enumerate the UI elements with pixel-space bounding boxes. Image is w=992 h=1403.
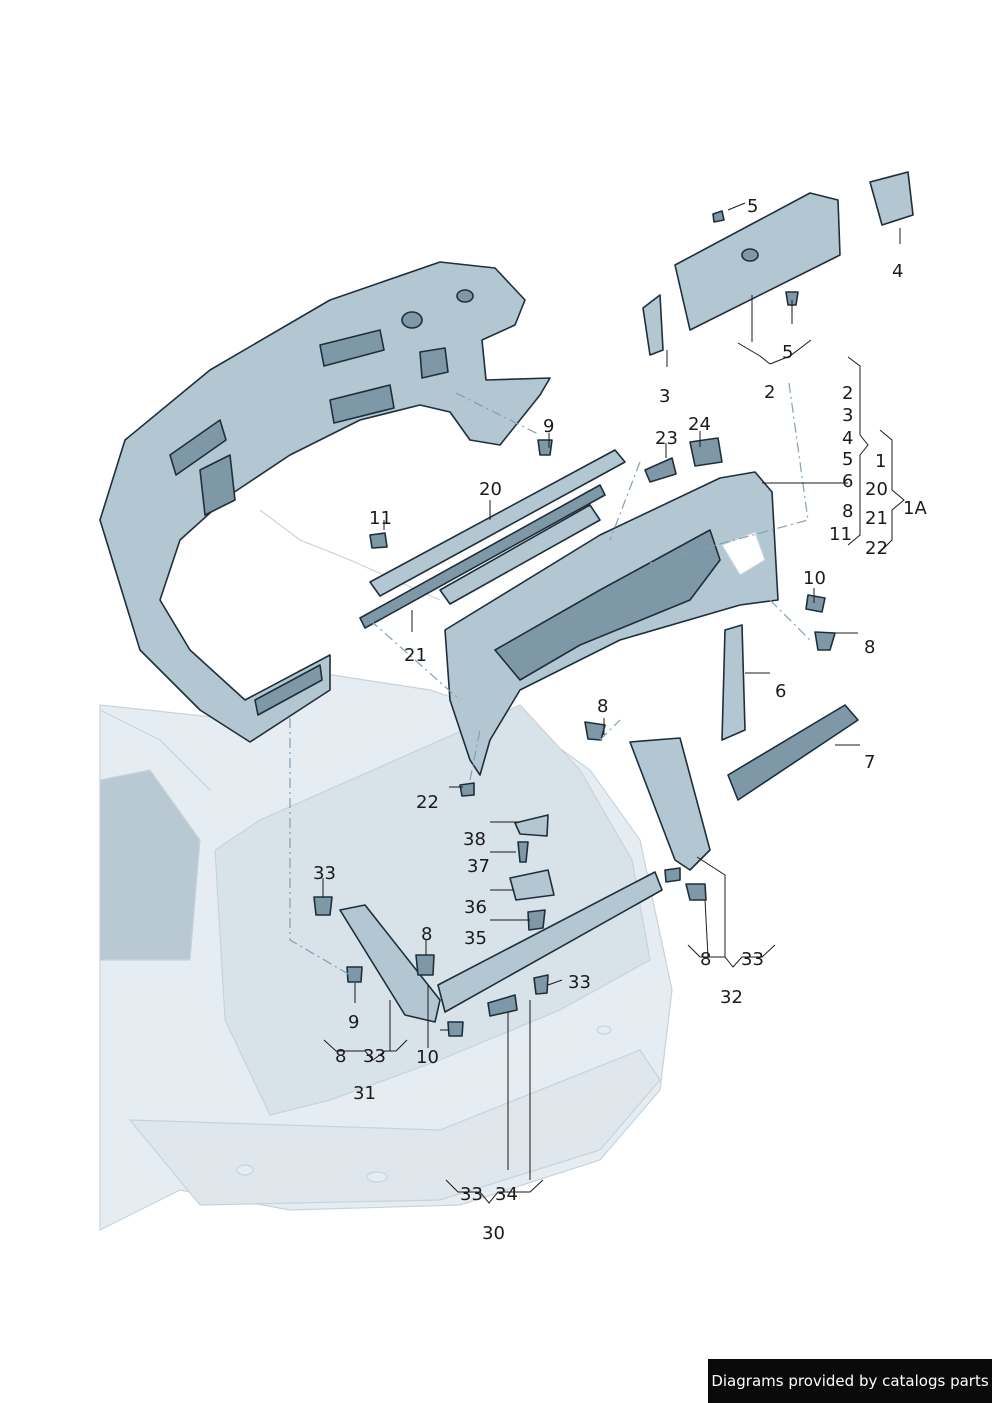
- tailgate-trim-panel: [444, 471, 779, 776]
- label-21: 21: [404, 645, 427, 666]
- leader-lines: [322, 202, 905, 1204]
- label-2: 2: [764, 382, 776, 403]
- label-22: 22: [416, 792, 439, 813]
- rail-assembly: [359, 449, 626, 629]
- label-30: 30: [482, 1223, 505, 1244]
- label-36: 36: [464, 897, 487, 918]
- label-8: 8: [700, 949, 712, 970]
- label-9: 9: [348, 1012, 360, 1033]
- label-6: 6: [775, 681, 787, 702]
- window-parts: [642, 171, 914, 356]
- side-trims: [339, 624, 859, 1023]
- label-3: 3: [842, 405, 854, 426]
- label-1: 1: [875, 451, 887, 472]
- label-7: 7: [864, 752, 876, 773]
- label-11: 11: [369, 508, 392, 529]
- label-33: 33: [568, 972, 591, 993]
- label-1A: 1A: [903, 498, 927, 519]
- label-23: 23: [655, 428, 678, 449]
- label-32: 32: [720, 987, 743, 1008]
- label-8: 8: [842, 501, 854, 522]
- label-33: 33: [741, 949, 764, 970]
- label-3: 3: [659, 386, 671, 407]
- label-38: 38: [463, 829, 486, 850]
- footer-credit: Diagrams provided by catalogs parts: [708, 1359, 992, 1403]
- label-35: 35: [464, 928, 487, 949]
- label-6: 6: [842, 471, 854, 492]
- label-20: 20: [479, 479, 502, 500]
- label-5: 5: [782, 342, 794, 363]
- label-8: 8: [335, 1046, 347, 1067]
- label-20: 20: [865, 479, 888, 500]
- label-11: 11: [829, 524, 852, 545]
- label-31: 31: [353, 1083, 376, 1104]
- label-2: 2: [842, 383, 854, 404]
- label-33: 33: [363, 1046, 386, 1067]
- label-8: 8: [421, 924, 433, 945]
- label-24: 24: [688, 414, 711, 435]
- label-5: 5: [747, 196, 759, 217]
- fasteners: [313, 210, 836, 1037]
- label-8: 8: [597, 696, 609, 717]
- label-4: 4: [842, 428, 854, 449]
- label-33: 33: [313, 863, 336, 884]
- assembly-lines: [289, 382, 811, 976]
- label-9: 9: [543, 416, 555, 437]
- label-34: 34: [495, 1184, 518, 1205]
- label-4: 4: [892, 261, 904, 282]
- label-10: 10: [803, 568, 826, 589]
- label-10: 10: [416, 1047, 439, 1068]
- tailgate-frame: [99, 261, 551, 743]
- footer-text: Diagrams provided by catalogs parts: [711, 1372, 989, 1390]
- label-22: 22: [865, 538, 888, 559]
- label-33: 33: [460, 1184, 483, 1205]
- label-5: 5: [842, 449, 854, 470]
- label-8: 8: [864, 637, 876, 658]
- label-21: 21: [865, 508, 888, 529]
- label-37: 37: [467, 856, 490, 877]
